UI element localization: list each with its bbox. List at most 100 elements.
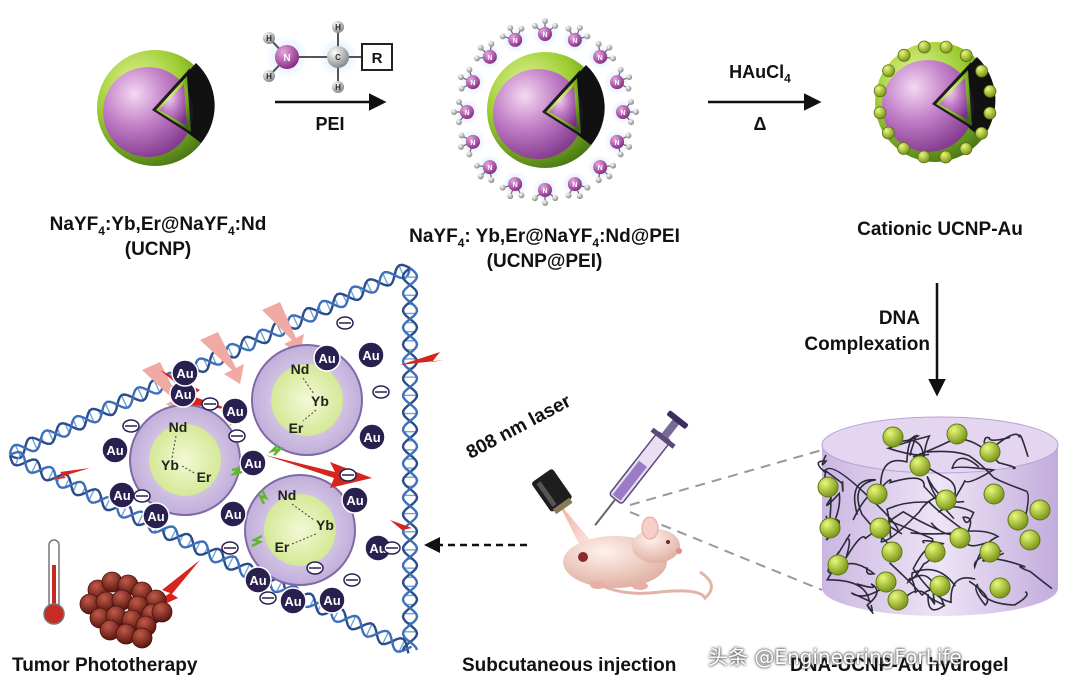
gold-nanoparticle — [939, 40, 953, 54]
au-badge: Au — [169, 380, 197, 408]
gold-nanoparticle — [897, 142, 911, 155]
yb-label: Yb — [316, 517, 334, 533]
ucnp-formula: NaYF4:Yb,Er@NaYF4:Nd — [49, 214, 267, 238]
au-badge: Au — [219, 500, 247, 528]
ucnp-pei-particle — [487, 52, 605, 168]
r-group-label: R — [372, 50, 383, 67]
au-badge: Au — [357, 341, 385, 369]
dna-strand — [968, 580, 1028, 607]
au-label: Au — [369, 541, 386, 556]
gold-nanoparticle — [983, 84, 997, 98]
ammonium-group: N — [499, 171, 529, 200]
au-label: Au — [106, 443, 123, 458]
hydrogel-nanoparticle — [935, 489, 957, 511]
yb-label: Yb — [161, 457, 179, 473]
nitrogen-label: N — [620, 110, 625, 117]
au-label: Au — [318, 351, 335, 366]
ammonium-group: N — [473, 40, 503, 70]
gold-nanoparticle — [983, 106, 997, 120]
au-label: Au — [249, 573, 266, 588]
nitrogen-label: N — [487, 55, 492, 62]
dna-strand — [856, 583, 878, 615]
au-label: Au — [174, 387, 191, 402]
gold-nanoparticle — [959, 142, 973, 156]
ammonium-group: N — [473, 154, 503, 184]
gold-nanoparticle — [873, 106, 887, 120]
hydrogel-label: DNA-UCNP-Au hydrogel — [790, 655, 1009, 676]
nitrogen-label: N — [487, 165, 492, 172]
gold-nanoparticle — [959, 49, 973, 62]
au-badge: Au — [108, 481, 136, 509]
gold-nanoparticles — [873, 40, 997, 164]
hydrogel-nanoparticles — [817, 423, 1051, 611]
ucnp-abbreviation: (UCNP) — [124, 239, 192, 260]
ammonium-group: N — [457, 66, 486, 96]
hydrogel-nanoparticle — [1007, 509, 1029, 531]
hydrogel-nanoparticle — [881, 541, 903, 563]
dna-helix — [401, 267, 419, 651]
nitrogen-label: N — [542, 32, 547, 39]
pei-arrow-label: PEI — [315, 114, 345, 134]
nd-label: Nd — [278, 487, 297, 503]
nitrogen-label: N — [470, 140, 475, 147]
gold-nanoparticle — [881, 126, 895, 140]
tumor-tissue — [79, 571, 173, 649]
hydrogel-nanoparticle — [924, 541, 946, 563]
dna-strand — [946, 457, 996, 510]
hydrogel-nanoparticle — [946, 423, 968, 445]
au-badge: Au — [101, 436, 129, 464]
binding-glyph — [343, 573, 361, 587]
nitrogen-label: N — [470, 80, 475, 87]
hydrogen-label: H — [335, 83, 341, 92]
gold-nanoparticle — [882, 64, 895, 78]
au-badge: Au — [279, 587, 307, 615]
tumor-cell — [151, 601, 173, 623]
au-badge: Au — [364, 534, 392, 562]
binding-glyph — [259, 591, 277, 605]
nanoparticle-bottom — [244, 474, 356, 586]
au-label: Au — [346, 493, 363, 508]
binding-glyph — [306, 561, 324, 575]
thermometer-icon — [43, 539, 65, 625]
hydrogel-nanoparticle — [827, 554, 849, 576]
mouse — [563, 516, 713, 601]
gold-nanoparticle — [975, 126, 988, 140]
au-label: Au — [176, 366, 193, 381]
nanoparticle-top — [251, 344, 363, 456]
au-label: Au — [224, 507, 241, 522]
gold-nanoparticle — [897, 48, 911, 62]
nitrogen-label: N — [615, 140, 620, 147]
hydrogel-nanoparticle — [989, 577, 1011, 599]
ammonium-group: N — [499, 24, 529, 53]
nitrogen-label: N — [572, 182, 577, 189]
nitrogen-label: N — [513, 38, 518, 45]
hauCl4-label: HAuCl4 — [729, 62, 791, 86]
ammonium-group: N — [561, 171, 591, 200]
au-label: Au — [363, 430, 380, 445]
ucnp-pei-formula: NaYF4: Yb,Er@NaYF4:Nd@PEI — [409, 226, 680, 250]
nitrogen-label: N — [283, 53, 290, 64]
ucnp-composition-label: NaYF4:Yb,Er@NaYF4:Nd — [8, 214, 308, 238]
ammonium-group: N — [457, 128, 486, 158]
zoom-guide-line — [629, 449, 823, 506]
au-badge: Au — [318, 586, 346, 614]
au-badge: Au — [313, 344, 341, 372]
syringe — [594, 410, 689, 526]
au-badge: Au — [171, 359, 199, 387]
au-badge: Au — [239, 449, 267, 477]
gold-nanoparticle — [917, 40, 931, 54]
au-label: Au — [323, 593, 340, 608]
dna-strand — [910, 530, 1002, 570]
nitrogen-label: N — [513, 182, 518, 189]
dna-strand — [926, 450, 1030, 526]
gold-nanoparticle — [917, 150, 931, 164]
hydrogen-label: H — [266, 72, 272, 81]
cationic-ucnp-au-particle — [875, 42, 996, 162]
dna-strand — [982, 552, 1053, 590]
binding-glyph — [339, 468, 357, 482]
energy-transfer-labels: Nd Yb Er Nd Yb Er Nd Yb Er — [161, 361, 334, 555]
hydrogel-nanoparticle — [869, 517, 891, 539]
nitrogen-label: N — [598, 55, 603, 62]
